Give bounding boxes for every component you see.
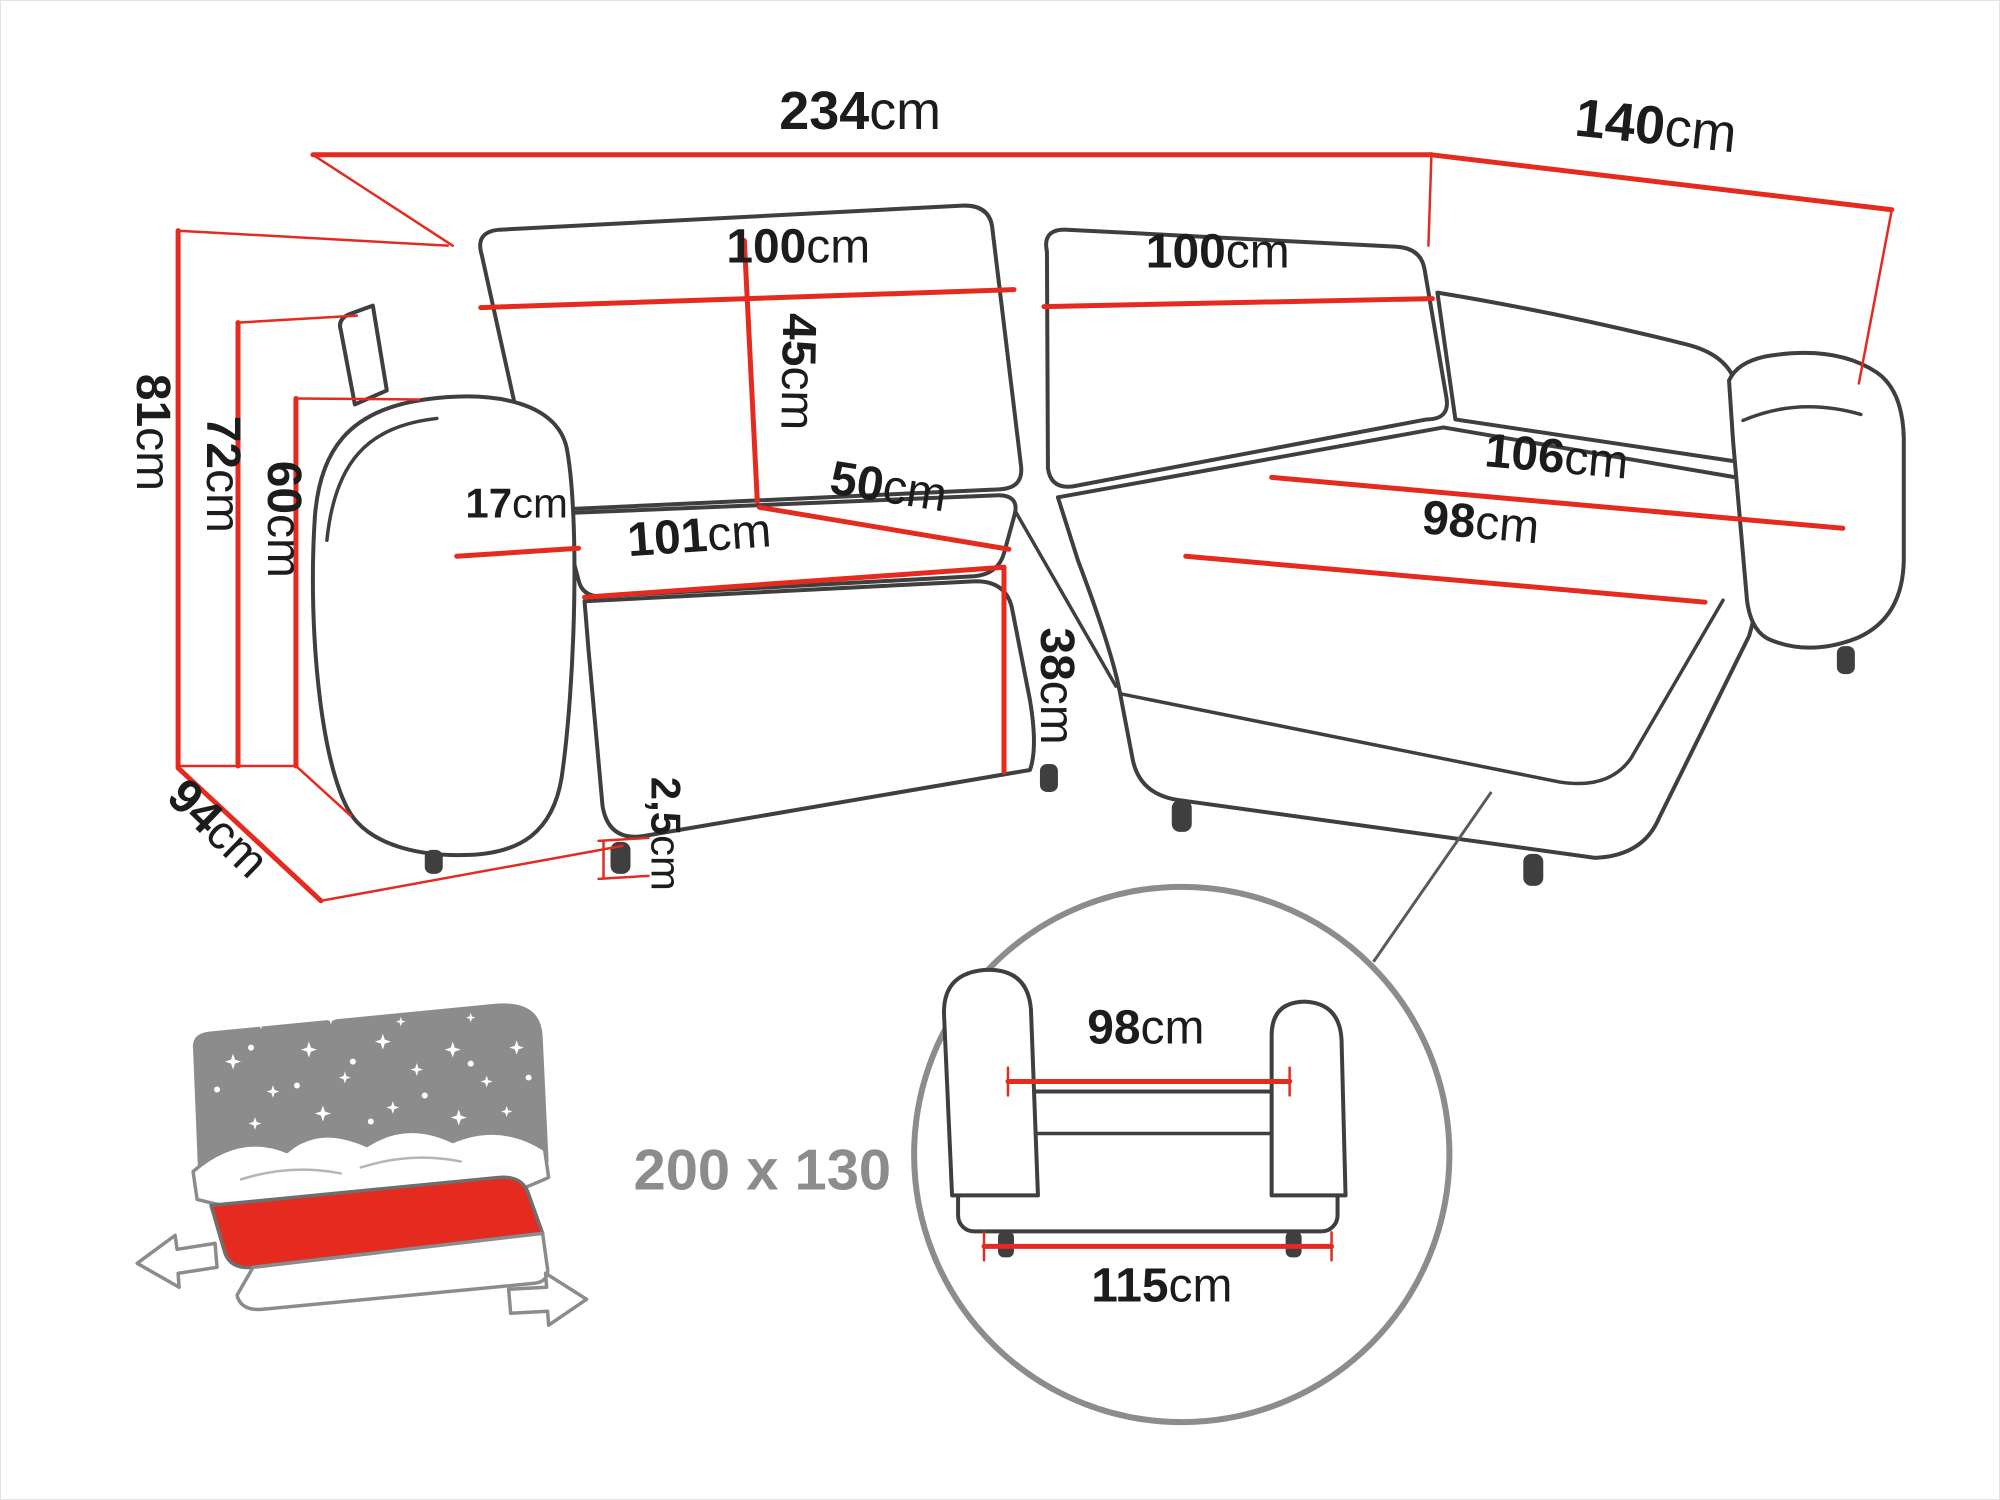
dim-line-total-depth — [1428, 152, 1895, 213]
dim-line-chaise-98 — [1183, 553, 1708, 605]
dim-label-total-width: 234cm — [779, 81, 941, 141]
dim-label-total-depth: 140cm — [1572, 88, 1739, 165]
dim-label-back-cushion-right: 100cm — [1146, 226, 1290, 279]
sofa-foot — [1836, 646, 1855, 675]
dim-ext-line — [236, 314, 359, 324]
unfold-arrow-front — [506, 1271, 589, 1327]
sofa-feet — [424, 646, 1855, 886]
dim-label-back-cushion-left: 100cm — [726, 221, 870, 274]
armrest-right-roll-seam — [1741, 405, 1863, 423]
dim-ext-line — [319, 844, 624, 903]
inset-side-view — [942, 967, 1348, 1258]
sofa-foot — [1039, 763, 1058, 792]
dim-line-depth-94 — [175, 765, 324, 904]
dimension-lines — [175, 152, 1895, 904]
duvet-fold-line — [359, 1156, 462, 1169]
dim-ext-line — [597, 874, 650, 881]
inset-backrest — [942, 967, 1040, 1198]
dim-line-seat-depth-50 — [756, 504, 1012, 552]
dim-line-seat-width-101 — [582, 564, 1007, 600]
sofa-foot — [424, 849, 443, 874]
seat-cushion-left — [558, 493, 1018, 599]
armrest-left — [310, 394, 577, 858]
seat-division-seam — [1014, 510, 1118, 688]
dim-ext-line — [597, 836, 650, 843]
dim-label-cushion-height-45: 45cm — [770, 313, 825, 431]
sofa-foot — [1171, 799, 1192, 832]
inset-dimension-lines — [981, 1066, 1335, 1262]
duvet-fold-line — [239, 1168, 343, 1181]
dim-ext-line — [1857, 208, 1894, 385]
bed-function-icon: 200 x 130 — [135, 1003, 892, 1327]
dim-ext-line — [311, 153, 454, 247]
inset-armrest — [1269, 999, 1348, 1198]
dim-label-armrest-17: 17cm — [465, 479, 568, 526]
dim-label-chaise-106: 106cm — [1483, 424, 1631, 489]
inset-dim-label-115: 115cm — [1091, 1259, 1232, 1312]
back-cushion-right — [1044, 227, 1449, 489]
dim-ext-line — [176, 229, 449, 247]
dim-label-depth-94: 94cm — [157, 769, 278, 889]
dim-line-cushion-height-45 — [741, 238, 760, 504]
dim-label-chaise-98: 98cm — [1420, 491, 1541, 554]
sofa-foot — [1523, 853, 1544, 886]
dim-label-leg-height: 2,5cm — [642, 777, 689, 891]
sleeping-area-label: 200 x 130 — [634, 1138, 892, 1202]
chaise-seat-front-seam — [1120, 598, 1725, 786]
armrest-left-roll-seam — [325, 416, 439, 543]
stars-pattern — [214, 1012, 532, 1130]
dim-line-back-cushion-right — [1041, 296, 1435, 310]
inset-pointer-line — [1372, 791, 1493, 963]
sofa-back-frame-corner — [338, 303, 389, 407]
unfold-arrow-left — [135, 1233, 219, 1290]
dim-label-seat-depth-50: 50cm — [827, 452, 951, 523]
dim-line-armrest-17 — [454, 545, 582, 559]
armrest-right — [1727, 350, 1906, 650]
sofa-base-front — [582, 579, 1036, 839]
dim-ext-line — [1427, 153, 1433, 247]
inset-detail: 98cm 115cm — [911, 791, 1493, 1426]
dim-line-chaise-106 — [1269, 474, 1846, 531]
sofa-foot — [610, 841, 631, 874]
dim-label-height-72: 72cm — [196, 416, 249, 533]
mattress-base — [235, 1231, 550, 1312]
dim-label-seat-height-38: 38cm — [1030, 627, 1083, 744]
inset-dim-label-98: 98cm — [1087, 1002, 1204, 1055]
dim-ext-line — [294, 397, 421, 401]
dim-bracket-leg-height — [597, 836, 650, 881]
dim-label-seat-width-101: 101cm — [626, 504, 773, 567]
dim-label-height-81: 81cm — [126, 374, 179, 491]
dim-label-height-60: 60cm — [257, 461, 310, 578]
dim-ext-line — [294, 764, 353, 818]
